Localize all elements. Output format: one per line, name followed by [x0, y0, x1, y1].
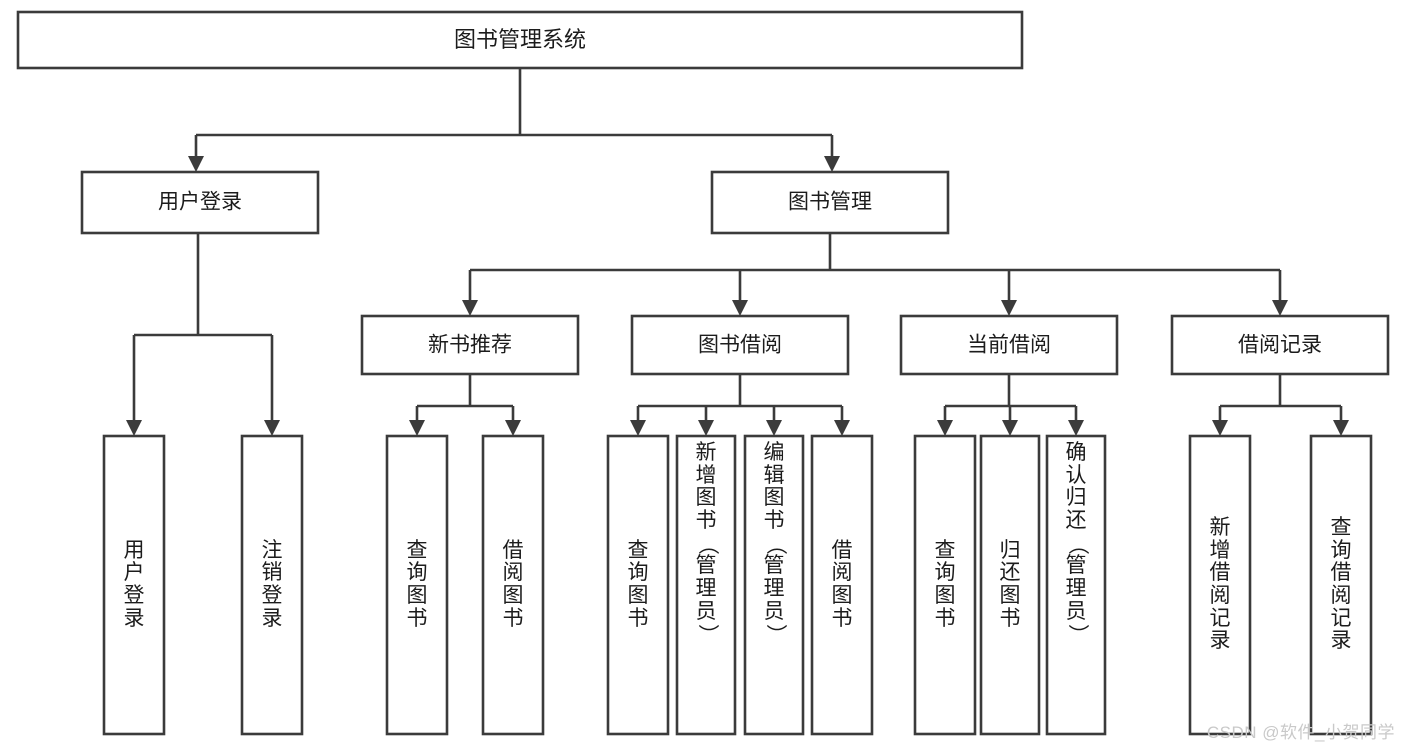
node-book-management[interactable] — [710, 170, 950, 235]
node-leaf-query-book-3[interactable] — [913, 434, 977, 736]
node-new-book-recommend[interactable] — [360, 314, 580, 376]
node-leaf-borrow-book-2[interactable] — [810, 434, 874, 736]
node-user-login[interactable] — [80, 170, 320, 235]
nodes: 图书管理系统 用户登录 图书管理 新书推荐 图书借阅 当前借阅 借阅记录 — [16, 10, 1390, 736]
arrowhead-leaf-borrow-book-1 — [505, 420, 521, 436]
arrowhead-book-borrow — [732, 300, 748, 316]
arrowhead-leaf-edit-book — [766, 420, 782, 436]
arrowhead-leaf-add-book — [698, 420, 714, 436]
connectors — [126, 68, 1349, 436]
node-leaf-return-book[interactable] — [979, 434, 1041, 736]
node-borrow-record-label: 借阅记录 — [1238, 334, 1322, 357]
node-leaf-borrow-book-1[interactable] — [481, 434, 545, 736]
node-leaf-user-login[interactable] — [102, 434, 166, 736]
node-current-borrow[interactable] — [899, 314, 1119, 376]
arrowhead-user-login — [188, 156, 204, 172]
node-leaf-query-record[interactable] — [1309, 434, 1373, 736]
node-root-label: 图书管理系统 — [454, 27, 586, 52]
node-leaf-user-logout[interactable] — [240, 434, 304, 736]
node-leaf-edit-book[interactable] — [743, 434, 805, 736]
node-leaf-query-book-2[interactable] — [606, 434, 670, 736]
node-leaf-add-book[interactable] — [675, 434, 737, 736]
arrowhead-book-management — [824, 156, 840, 172]
arrowhead-leaf-add-record — [1212, 420, 1228, 436]
arrowhead-leaf-borrow-book-2 — [834, 420, 850, 436]
arrowhead-leaf-query-book-1 — [409, 420, 425, 436]
node-leaf-query-book-1[interactable] — [385, 434, 449, 736]
arrowhead-new-book-recommend — [462, 300, 478, 316]
node-new-book-recommend-label: 新书推荐 — [428, 334, 512, 357]
node-book-management-label: 图书管理 — [788, 191, 872, 214]
arrowhead-leaf-user-logout — [264, 420, 280, 436]
node-borrow-record[interactable] — [1170, 314, 1390, 376]
node-root[interactable] — [16, 10, 1024, 70]
arrowhead-leaf-query-record — [1333, 420, 1349, 436]
node-book-borrow[interactable] — [630, 314, 850, 376]
node-leaf-add-record[interactable] — [1188, 434, 1252, 736]
arrowhead-leaf-query-book-3 — [937, 420, 953, 436]
node-book-borrow-label: 图书借阅 — [698, 334, 782, 357]
arrowhead-borrow-record — [1272, 300, 1288, 316]
arrowhead-leaf-query-book-2 — [630, 420, 646, 436]
arrowhead-current-borrow — [1001, 300, 1017, 316]
node-user-login-label: 用户登录 — [158, 191, 242, 214]
arrowhead-leaf-return-book — [1002, 420, 1018, 436]
arrowhead-leaf-confirm-return — [1068, 420, 1084, 436]
node-current-borrow-label: 当前借阅 — [967, 334, 1051, 357]
node-leaf-confirm-return[interactable] — [1045, 434, 1107, 736]
arrowhead-leaf-user-login — [126, 420, 142, 436]
